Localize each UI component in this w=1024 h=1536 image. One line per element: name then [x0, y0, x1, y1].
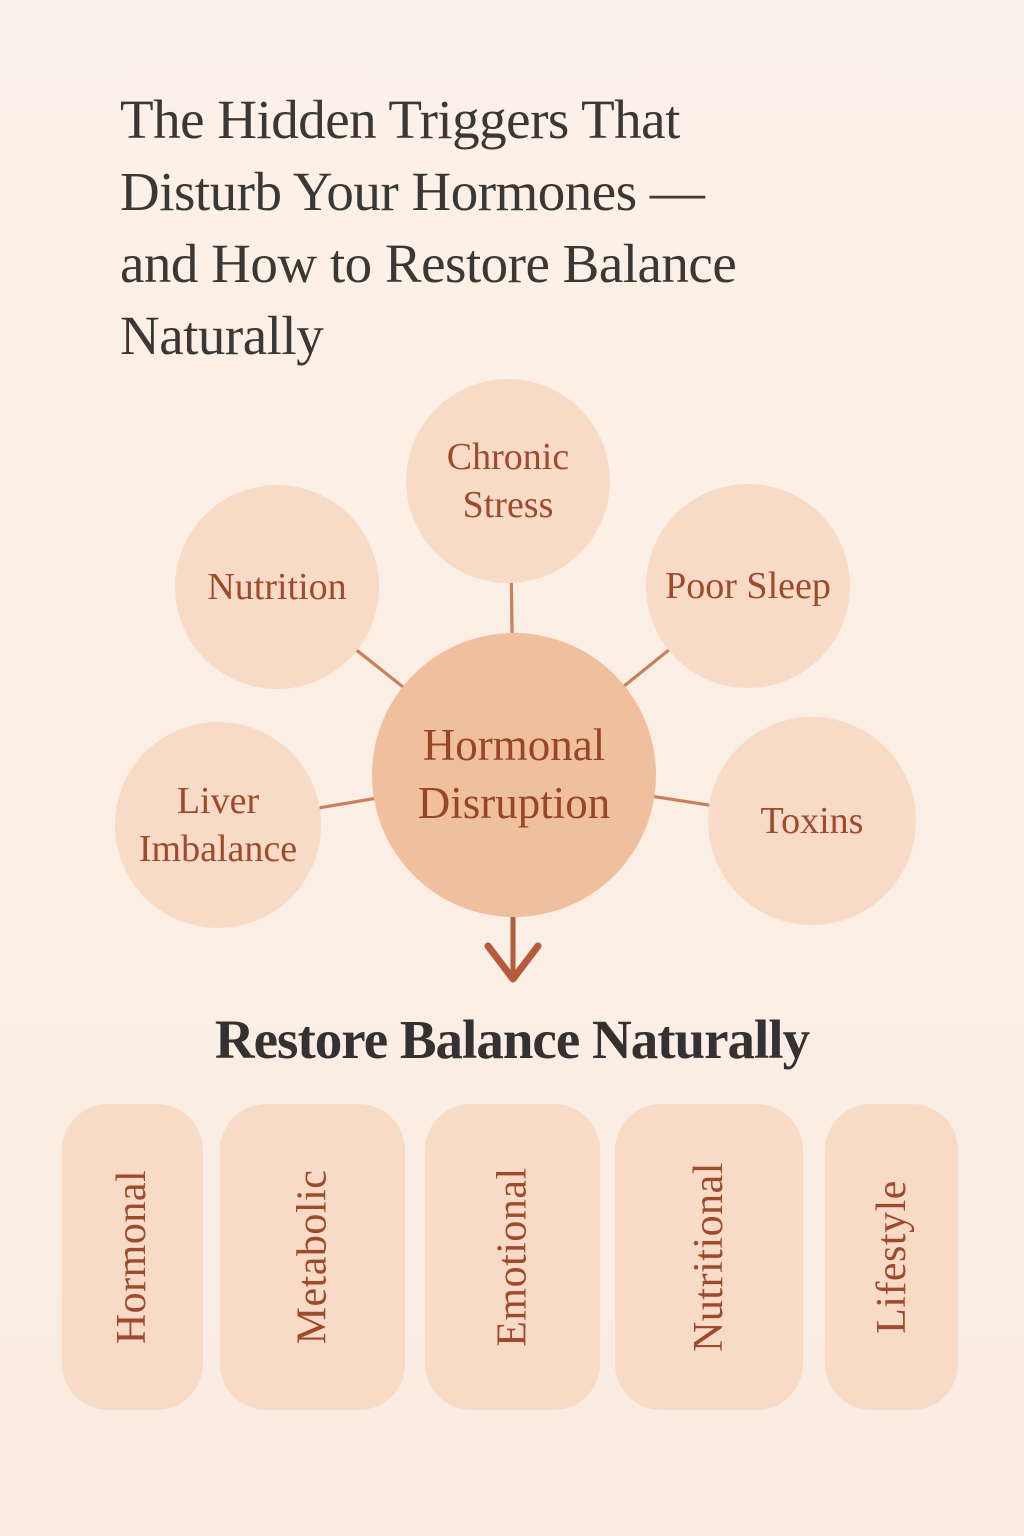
restore-pill-lifestyle: Lifestyle	[825, 1104, 958, 1410]
trigger-label: Chronic Stress	[446, 435, 570, 526]
page-title-line-2: Disturb Your Hormones —	[120, 161, 705, 222]
restore-pill-label: Lifestyle	[868, 1180, 915, 1334]
trigger-bubble-liver-imbalance: Liver Imbalance	[115, 722, 321, 928]
page-title-line-1: The Hidden Triggers That	[120, 89, 680, 150]
trigger-bubble-nutrition: Nutrition	[175, 485, 379, 689]
trigger-bubble-toxins: Toxins	[708, 717, 916, 925]
trigger-label: Liver Imbalance	[138, 779, 298, 870]
trigger-label: Toxins	[760, 799, 864, 842]
restore-pill-label: Metabolic	[289, 1169, 336, 1345]
center-bubble-hormonal-disruption: Hormonal Disruption	[372, 633, 656, 917]
restore-pill-metabolic: Metabolic	[220, 1104, 405, 1410]
page-title: The Hidden Triggers That Disturb Your Ho…	[120, 84, 920, 372]
restore-pill-hormonal: Hormonal	[62, 1104, 203, 1410]
page-title-line-3: and How to Restore Balance	[120, 233, 737, 294]
restore-pill-label: Emotional	[489, 1167, 536, 1347]
restore-heading: Restore Balance Naturally	[214, 1009, 810, 1070]
trigger-label: Poor Sleep	[665, 564, 831, 607]
trigger-bubble-poor-sleep: Poor Sleep	[646, 484, 850, 688]
restore-pill-emotional: Emotional	[425, 1104, 600, 1410]
page-title-line-4: Naturally	[120, 305, 324, 366]
trigger-label: Nutrition	[207, 565, 347, 608]
restore-pill-nutritional: Nutritional	[615, 1104, 803, 1410]
restore-pill-label: Nutritional	[686, 1162, 732, 1352]
center-bubble-label: Hormonal Disruption	[417, 720, 611, 828]
restore-pill-label: Hormonal	[109, 1169, 156, 1345]
trigger-bubble-chronic-stress: Chronic Stress	[406, 379, 610, 583]
